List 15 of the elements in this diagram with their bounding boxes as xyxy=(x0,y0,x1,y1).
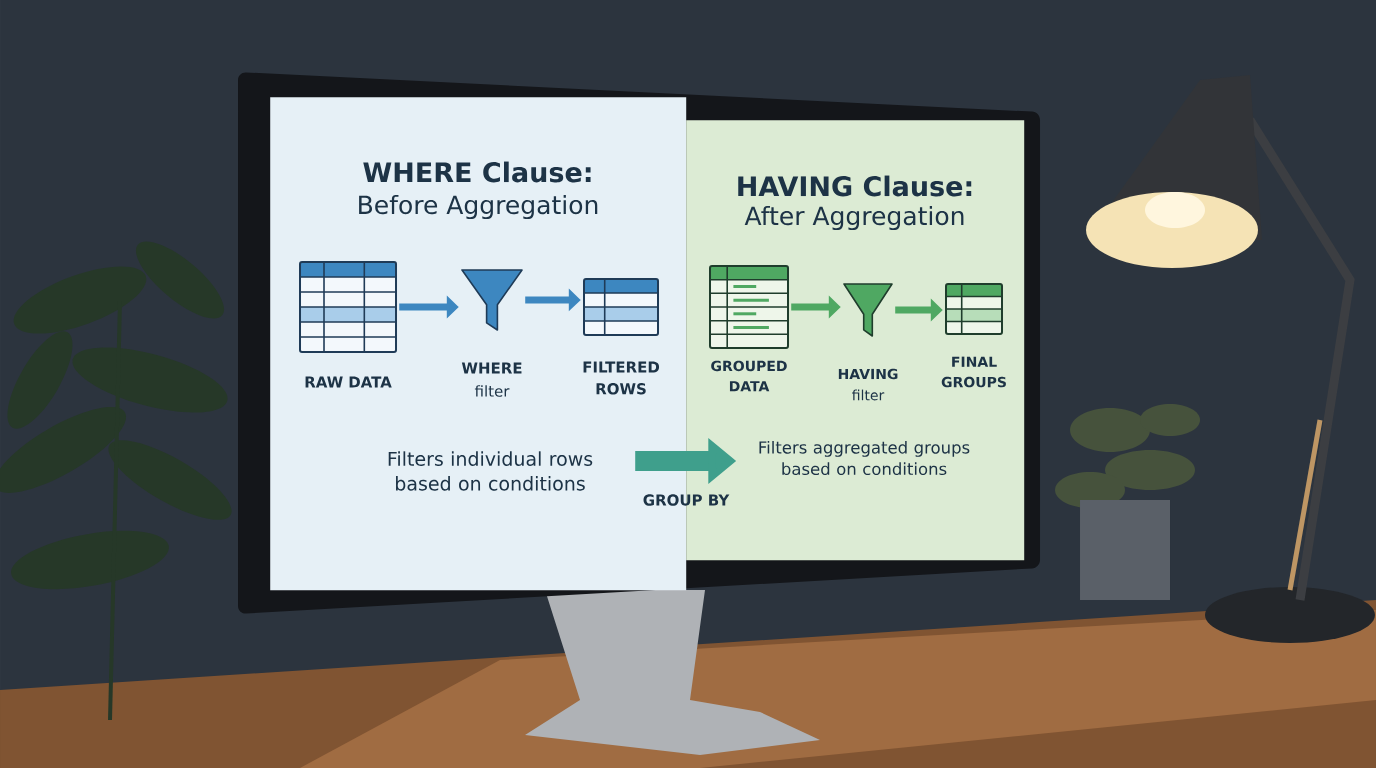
description-text: Filters aggregated groups based on conditions xyxy=(759,440,970,476)
node-label: GROUPED DATA xyxy=(711,360,787,392)
panel-heading: WHERE Clause: xyxy=(363,161,591,183)
node-label: WHERE xyxy=(461,362,522,374)
node-label: FINAL GROUPS xyxy=(941,356,1006,388)
panel-heading: HAVING Clause: xyxy=(738,175,972,197)
node-label: HAVING xyxy=(838,368,898,380)
node-sublabel: filter xyxy=(474,385,510,397)
description-text: Filters individual rows based on conditions xyxy=(388,451,593,491)
edge-label: GROUP BY xyxy=(643,494,730,506)
panel-subheading: Before Aggregation xyxy=(359,194,598,220)
node-label: FILTERED ROWS xyxy=(583,361,660,395)
node-sublabel: filter xyxy=(852,389,885,401)
panel-subheading: After Aggregation xyxy=(744,205,964,231)
node-label: RAW DATA xyxy=(305,376,392,388)
